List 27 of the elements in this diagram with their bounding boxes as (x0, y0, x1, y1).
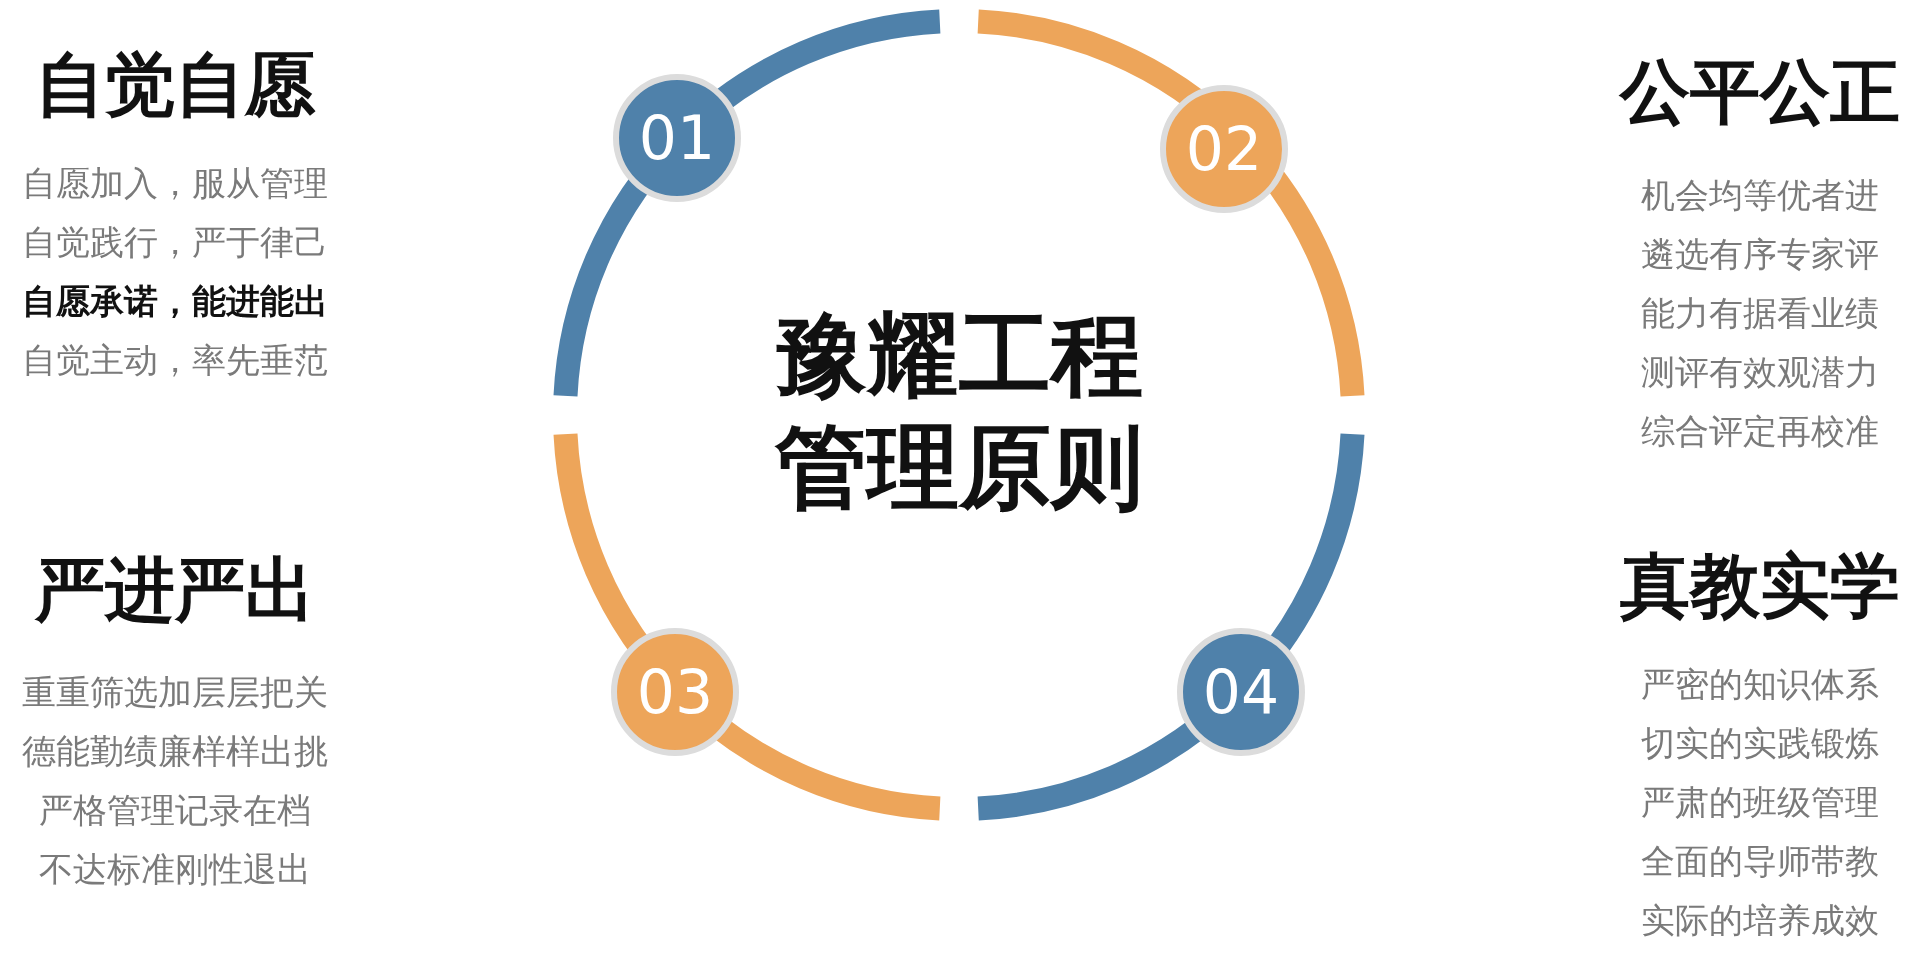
number-badge: 02 (1160, 85, 1288, 213)
principle-text: 自愿加入，服从管理 (22, 166, 328, 200)
heading: 公平公正 (1620, 57, 1900, 127)
heading: 真教实学 (1620, 551, 1900, 621)
principle-text: 自觉主动，率先垂范 (22, 343, 328, 377)
number-badge: 03 (611, 628, 739, 756)
principle-text: 综合评定再校准 (1641, 414, 1879, 448)
principle-text: 实际的培养成效 (1641, 903, 1879, 937)
principle-text: 自愿承诺，能进能出 (22, 284, 328, 318)
principle-text: 严密的知识体系 (1641, 667, 1879, 701)
principle-text: 能力有据看业绩 (1641, 296, 1879, 330)
principle-text: 重重筛选加层层把关 (22, 675, 328, 709)
title: 豫耀工程管理原则 (773, 301, 1144, 523)
number-badge: 04 (1177, 628, 1305, 756)
principle-text: 切实的实践锻炼 (1641, 726, 1879, 760)
principle-text: 全面的导师带教 (1641, 844, 1879, 878)
heading: 严进严出 (35, 555, 315, 625)
principle-text: 严格管理记录在档 (39, 793, 311, 827)
number-badge: 01 (613, 74, 741, 202)
heading: 自觉自愿 (35, 50, 315, 120)
principle-text: 测评有效观潜力 (1641, 355, 1879, 389)
principle-text: 自觉践行，严于律己 (22, 225, 328, 259)
principle-text: 机会均等优者进 (1641, 178, 1879, 212)
principle-text: 不达标准刚性退出 (39, 852, 311, 886)
principle-text: 严肃的班级管理 (1641, 785, 1879, 819)
principle-text: 遴选有序专家评 (1641, 237, 1879, 271)
principle-text: 德能勤绩廉样样出挑 (22, 734, 328, 768)
